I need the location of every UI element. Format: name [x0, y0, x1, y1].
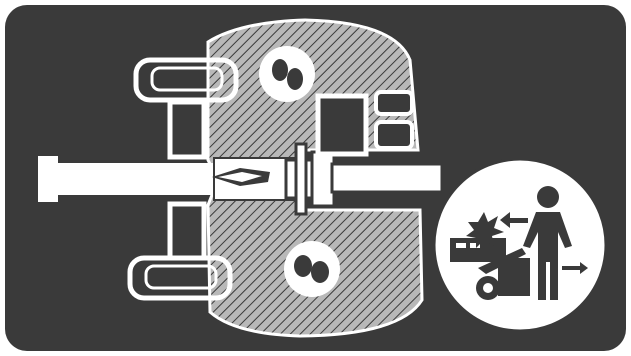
left-arrow-icon — [500, 212, 528, 228]
machine-icon — [450, 238, 530, 300]
tire-bottom — [127, 201, 233, 301]
person-icon — [523, 186, 572, 300]
bolt-top-icon — [259, 46, 315, 102]
gearbox — [315, 90, 414, 157]
bolt-bottom-icon — [284, 241, 340, 297]
impact-burst-icon — [466, 212, 504, 248]
right-arrow-icon — [562, 262, 588, 274]
universal-joint — [212, 142, 444, 216]
tire-top — [133, 57, 239, 160]
